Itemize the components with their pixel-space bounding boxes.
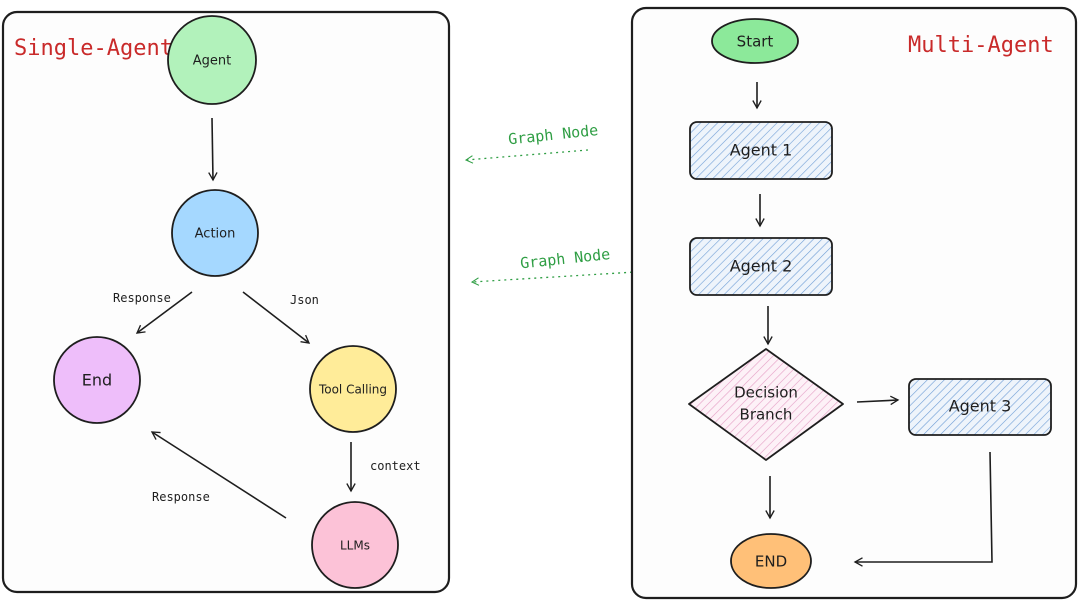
multi-agent-title: Multi-Agent	[908, 33, 1054, 58]
annotation-arrow-1	[464, 149, 589, 164]
edge-agent-to-action	[208, 117, 218, 182]
node-decision-branch[interactable]: Decision Branch	[688, 348, 844, 461]
annotation-arrow-2	[470, 269, 669, 286]
node-tool-calling-label: Tool Calling	[318, 383, 387, 397]
node-end-multi[interactable]: END	[730, 533, 812, 589]
edge-action-to-end	[135, 291, 193, 334]
node-action-label: Action	[195, 227, 236, 242]
node-agent-1-label: Agent 1	[730, 141, 793, 160]
multi-agent-panel	[630, 6, 1078, 600]
node-agent-2-label: Agent 2	[730, 257, 793, 276]
node-end-multi-label: END	[755, 553, 787, 571]
edge-llms-to-end	[150, 431, 287, 519]
node-agent-3[interactable]: Agent 3	[908, 378, 1052, 436]
node-start[interactable]: Start	[711, 18, 799, 64]
node-tool-calling[interactable]: Tool Calling	[309, 345, 397, 433]
node-agent[interactable]: Agent	[167, 15, 257, 105]
annotation-graph-node-1: Graph Node	[507, 121, 599, 148]
edge-label-json: Json	[290, 293, 319, 307]
edge-label-context: context	[370, 459, 421, 473]
node-end-label: End	[82, 371, 112, 390]
edge-agent3-to-end	[853, 451, 993, 567]
edge-action-to-tool	[242, 291, 311, 344]
node-agent-2[interactable]: Agent 2	[689, 237, 833, 296]
node-llms-label: LLMs	[340, 539, 370, 553]
edge-label-response-back: Response	[152, 490, 210, 504]
node-llms[interactable]: LLMs	[311, 501, 399, 589]
node-start-label: Start	[737, 33, 774, 51]
node-decision-label-line1: Decision	[734, 384, 798, 402]
single-agent-title: Single-Agent	[14, 36, 173, 61]
node-end[interactable]: End	[53, 336, 141, 424]
node-action[interactable]: Action	[171, 189, 259, 277]
single-agent-panel	[1, 10, 451, 594]
node-agent-1[interactable]: Agent 1	[689, 121, 833, 180]
edge-decision-to-agent3	[856, 395, 900, 406]
node-agent-label: Agent	[193, 54, 231, 69]
node-decision-label-line2: Branch	[740, 406, 793, 424]
annotation-graph-node-2: Graph Node	[519, 245, 611, 272]
edge-label-response-to-end: Response	[113, 291, 171, 305]
node-agent-3-label: Agent 3	[949, 397, 1012, 416]
